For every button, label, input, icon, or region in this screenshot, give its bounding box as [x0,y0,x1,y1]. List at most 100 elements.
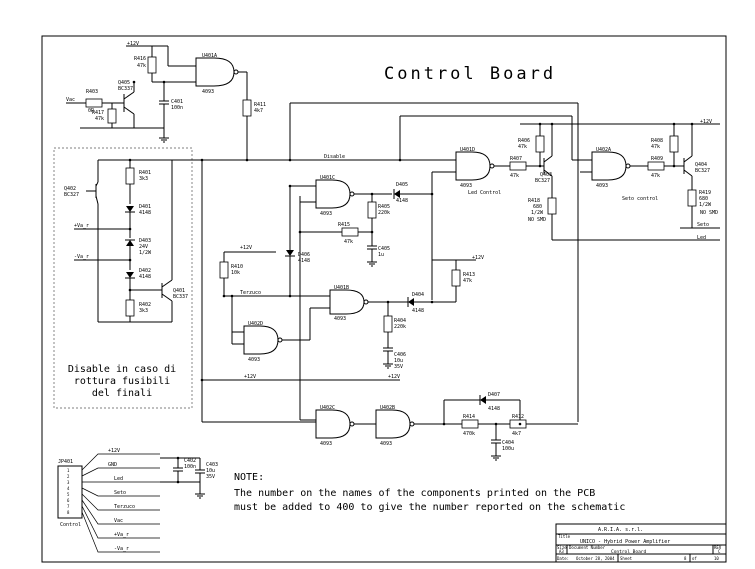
connector-wire [81,511,160,553]
svg-text:47k: 47k [463,278,472,284]
svg-text:C403: C403 [206,462,218,468]
svg-text:4148: 4148 [412,308,424,314]
svg-text:U402A: U402A [596,147,611,153]
svg-text:D401: D401 [139,204,151,210]
svg-text:R416: R416 [134,56,146,62]
svg-text:47k: 47k [344,239,353,245]
svg-text:D407: D407 [488,392,500,398]
connector-pin-number: 4 [67,486,70,491]
net-label-v12-top: +12V [127,41,139,47]
connector-pin-number: 6 [67,498,70,503]
connector-wire [81,467,160,477]
svg-text:4093: 4093 [320,441,332,447]
connector-pin-label: GND [108,462,117,468]
svg-text:1/2W: 1/2W [139,250,152,256]
title-block-rev: C [718,549,721,554]
svg-text:220k: 220k [378,210,390,216]
svg-text:BC337: BC337 [173,294,188,300]
net-label-terzuco: Terzuco [240,290,261,296]
svg-text:U402B: U402B [380,405,395,411]
net-label-va-minus: -Va_r [74,254,89,260]
connector-pin-label: Led [114,476,123,482]
svg-text:D405: D405 [396,182,408,188]
svg-text:U402D: U402D [248,321,263,327]
note-heading: NOTE: [234,472,264,483]
svg-text:D402: D402 [139,268,151,274]
title-block-size-label: Size [557,545,567,550]
svg-text:R401: R401 [139,170,151,176]
svg-text:C405: C405 [378,246,390,252]
net-label-led-control: Led Control [468,190,501,196]
connector-pin-label: +Va_r [114,532,129,538]
svg-text:24V: 24V [139,244,148,250]
gate-U402A: U402A 4093 R409 47k Seto Q404 BC327 R419… [580,122,720,229]
connector-wire [81,487,160,497]
svg-text:BC327: BC327 [64,192,79,198]
svg-text:Q402: Q402 [64,186,76,192]
connector-JP401: JP401 Control 1+12V2GND3Led4Seto5Terzuco… [57,448,218,553]
svg-text:D406: D406 [298,252,310,258]
connector-pin-label: Seto [114,490,126,496]
svg-text:35V: 35V [206,474,215,480]
svg-text:R410: R410 [231,264,243,270]
vac-input-section: +12V R416 47k Vac R403 0R R417 47k Q405 … [66,41,196,143]
svg-text:Led: Led [697,235,706,241]
disable-bus: Disable [196,102,592,423]
svg-text:R413: R413 [463,272,475,278]
svg-text:Seto: Seto [697,222,709,228]
title-block: A.R.I.A. s.r.l. Title UNICO - Hybrid Pow… [555,523,727,563]
title-block-sheet-label: Sheet [620,556,633,561]
disable-note-line3: del finali [92,388,152,399]
schematic-title: Control Board [384,64,556,84]
svg-text:100n: 100n [171,105,183,111]
connector-name: Control [60,522,81,528]
gate-U401D: U401D 4093 R407 47k Led Q403 BC327 R418 … [431,122,720,300]
svg-text:4148: 4148 [396,198,408,204]
net-label-disable: Disable [324,154,345,160]
diode-D406: D406 4148 [285,186,310,296]
svg-text:R405: R405 [378,204,390,210]
title-block-company: A.R.I.A. s.r.l. [598,527,643,533]
svg-text:4k7: 4k7 [254,108,263,114]
svg-text:680: 680 [533,204,542,210]
svg-text:4k7: 4k7 [512,431,521,437]
connector-pin-number: 3 [67,480,70,485]
svg-text:35V: 35V [394,364,403,370]
svg-text:Q401: Q401 [173,288,185,294]
connector-pin-label: +12V [108,448,120,454]
svg-text:4093: 4093 [380,441,392,447]
disable-note-line2: rottura fusibili [74,376,170,387]
title-block-doc-label: Document Number [569,545,606,550]
svg-text:4093: 4093 [248,357,260,363]
connector-pin-number: 5 [67,492,70,497]
title-block-title-label: Title [558,534,571,539]
connector-pin-label: Terzuco [114,504,135,510]
v12-rail-lower: +12V +12V [200,374,400,382]
svg-text:U401A: U401A [202,53,217,59]
svg-text:D403: D403 [139,238,151,244]
svg-text:47k: 47k [137,63,146,69]
svg-text:R406: R406 [518,138,530,144]
svg-text:C401: C401 [171,99,183,105]
svg-text:4093: 4093 [334,316,346,322]
title-block-size: A3 [559,549,564,554]
svg-text:U401D: U401D [460,147,475,153]
svg-text:47k: 47k [651,144,660,150]
svg-text:BC327: BC327 [695,168,710,174]
net-label-va-plus: +Va_r [74,223,89,229]
svg-text:R404: R404 [394,318,406,324]
svg-text:BC337: BC337 [118,86,133,92]
title-block-rev-label: REV [714,545,722,550]
svg-text:BC327: BC327 [535,178,550,184]
svg-text:3k3: 3k3 [139,308,148,314]
connector-pin-number: 1 [67,468,70,473]
svg-text:U401B: U401B [334,285,349,291]
gate-U401A: U401A 4093 R411 4k7 [195,53,266,160]
svg-text:C406: C406 [394,352,406,358]
svg-text:Q405: Q405 [118,80,130,86]
svg-text:+12V: +12V [472,255,484,261]
title-block-of-label: of [692,556,697,561]
svg-text:R407: R407 [510,156,522,162]
svg-text:R415: R415 [338,222,350,228]
